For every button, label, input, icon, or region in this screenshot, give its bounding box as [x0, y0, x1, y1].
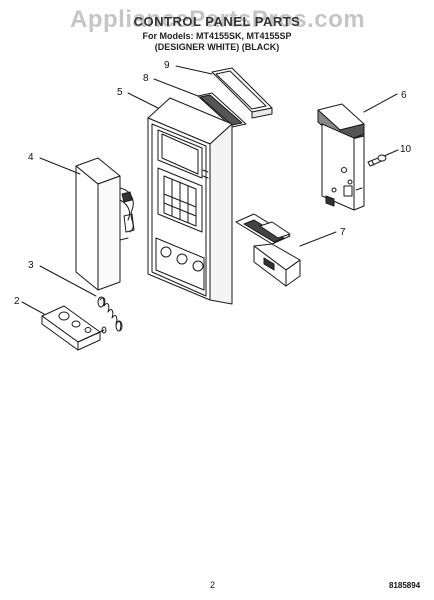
- part-4-front-panel: [75, 157, 135, 291]
- part-7-bracket: [235, 213, 301, 287]
- callout-9: 9: [164, 60, 170, 71]
- part-6-control-board: [317, 103, 365, 211]
- part-5-control-panel: [147, 97, 233, 305]
- leader-lines: [21, 65, 399, 315]
- part-10-screw: [367, 154, 387, 167]
- callout-3: 3: [28, 260, 34, 271]
- part-2-latch: [41, 305, 107, 351]
- watermark-text: AppliancePartsPros.com: [70, 6, 366, 33]
- page-number: 2: [210, 580, 216, 590]
- callout-5: 5: [117, 87, 123, 98]
- part-3-spring: [97, 296, 123, 332]
- callout-10: 10: [400, 144, 412, 155]
- variant-line: (DESIGNER WHITE) (BLACK): [154, 42, 280, 52]
- diagram-title: CONTROL PANEL PARTS: [133, 14, 301, 29]
- part-9-window: [211, 67, 273, 119]
- callout-2: 2: [14, 296, 20, 307]
- callout-4: 4: [28, 152, 34, 163]
- callout-7: 7: [340, 227, 346, 238]
- model-line: For Models: MT4155SK, MT4155SP: [142, 31, 292, 41]
- callout-6: 6: [401, 90, 407, 101]
- callout-8: 8: [143, 73, 149, 84]
- diagram-code: 8185894: [389, 581, 421, 590]
- part-8-strip: [197, 92, 247, 128]
